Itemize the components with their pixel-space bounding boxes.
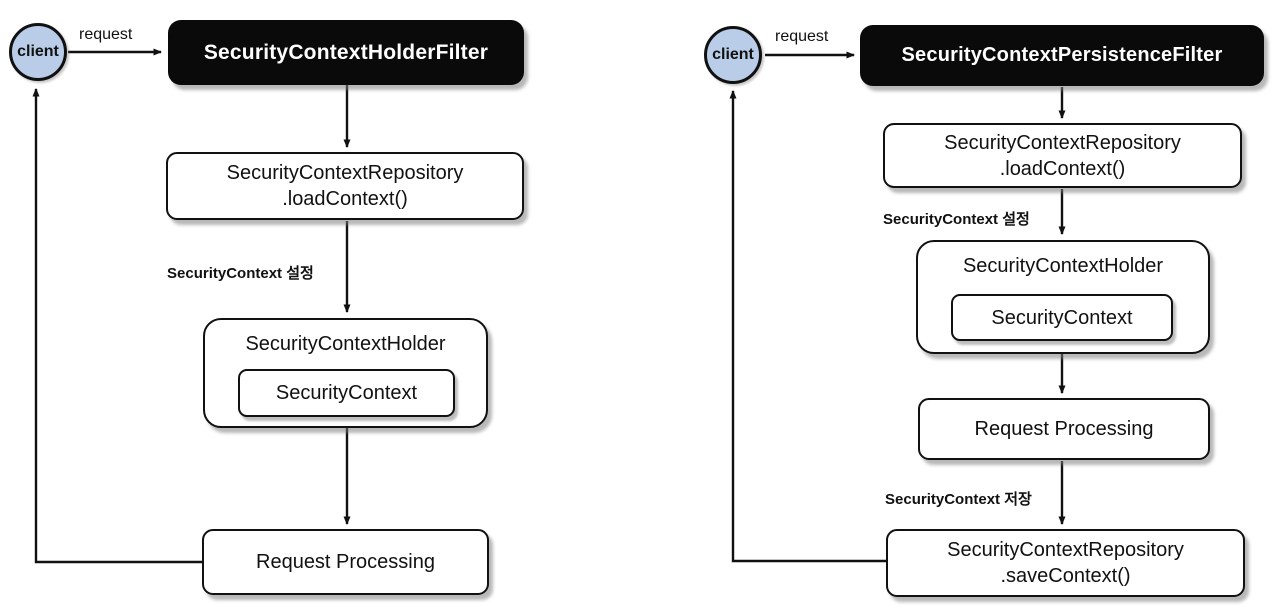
right-processing-label: Request Processing xyxy=(974,418,1154,440)
right-client-node: client xyxy=(704,26,762,84)
right-load-line2: .loadContext() xyxy=(999,157,1126,180)
right-client-label: client xyxy=(712,46,754,63)
right-context-label: SecurityContext xyxy=(991,306,1133,329)
left-filter-node: SecurityContextHolderFilter xyxy=(168,20,524,85)
right-load-context-node: SecurityContextRepository .loadContext() xyxy=(883,123,1242,188)
right-load-line1: SecurityContextRepository xyxy=(944,131,1181,154)
left-processing-label: Request Processing xyxy=(256,551,435,573)
left-load-line2: .loadContext() xyxy=(282,188,408,210)
right-security-context-node: SecurityContext xyxy=(951,294,1173,341)
right-request-edge-label: request xyxy=(775,28,829,45)
left-holder-label: SecurityContextHolder xyxy=(245,333,446,355)
left-request-edge-label: request xyxy=(79,26,133,43)
right-save-context-node: SecurityContextRepository .saveContext() xyxy=(886,529,1245,597)
right-filter-node: SecurityContextPersistenceFilter xyxy=(860,25,1264,86)
left-client-node: client xyxy=(9,23,67,81)
left-security-context-node: SecurityContext xyxy=(238,369,455,417)
right-set-context-edge-label: SecurityContext 설정 xyxy=(883,211,1030,228)
left-context-label: SecurityContext xyxy=(275,382,418,404)
right-save-line2: .saveContext() xyxy=(1000,565,1131,587)
right-holder-label: SecurityContextHolder xyxy=(962,255,1164,277)
right-request-processing-node: Request Processing xyxy=(918,398,1210,460)
left-client-label: client xyxy=(17,43,59,60)
left-set-context-edge-label: SecurityContext 설정 xyxy=(167,265,314,282)
left-request-processing-node: Request Processing xyxy=(202,529,489,595)
left-filter-label: SecurityContextHolderFilter xyxy=(203,40,489,64)
right-save-context-edge-label: SecurityContext 저장 xyxy=(885,491,1032,508)
left-load-context-node: SecurityContextRepository .loadContext() xyxy=(166,152,524,220)
right-save-line1: SecurityContextRepository xyxy=(947,539,1184,561)
right-return-arrow xyxy=(729,90,886,563)
right-filter-label: SecurityContextPersistenceFilter xyxy=(901,44,1223,66)
left-load-line1: SecurityContextRepository xyxy=(226,162,464,184)
